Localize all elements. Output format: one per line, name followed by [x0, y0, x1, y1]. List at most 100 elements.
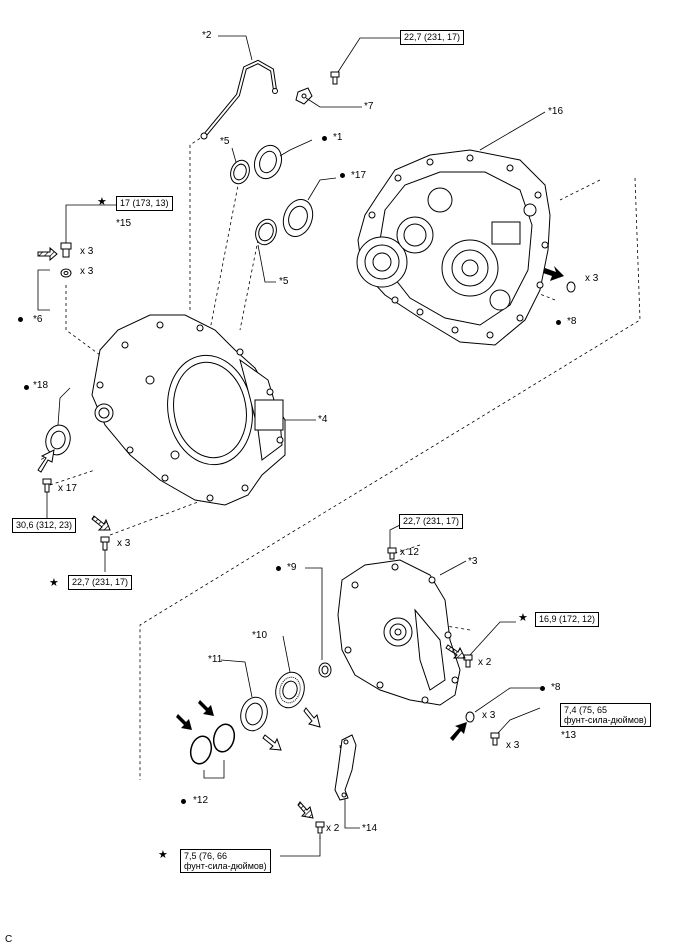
star-icon: ★ — [97, 196, 107, 208]
torque-spec-box: 22,7 (231, 17) — [68, 575, 133, 590]
oil-tube-part-2 — [200, 59, 278, 140]
gasket-part-6 — [60, 268, 72, 278]
snap-ring-part-5 — [230, 159, 250, 185]
quantity-label: x 3 — [117, 538, 131, 549]
part-label-8a: *8 — [567, 316, 577, 327]
quantity-label: x 3 — [585, 273, 599, 284]
hatched-arrow-icon — [445, 644, 466, 659]
star-icon: ★ — [158, 849, 168, 861]
torque-spec-value: 7,4 (75, 65 — [564, 705, 608, 715]
part-label-13: *13 — [561, 730, 577, 741]
part-label-11: *11 — [208, 654, 223, 665]
leader-lines — [37, 35, 546, 857]
figure-code: C — [5, 934, 13, 945]
solid-arrow-icon — [543, 266, 564, 281]
oil-seal-part-18 — [45, 424, 71, 456]
outline-arrow-icon — [303, 707, 321, 728]
seal-rings-part-12 — [189, 723, 236, 765]
part-label-2: *2 — [202, 30, 212, 41]
oil-seal-part-17 — [282, 199, 314, 237]
torque-spec-box: 22,7 (231, 17) — [399, 514, 464, 529]
part-label-5b: *5 — [279, 276, 289, 287]
transaxle-case-part-4 — [91, 314, 286, 506]
part-label-15: *15 — [116, 218, 132, 229]
star-icon: ★ — [49, 577, 59, 589]
bearing-part-10 — [275, 671, 305, 709]
torque-spec-value: 22,7 (231, 17) — [403, 516, 460, 526]
outline-arrow-icon — [37, 449, 55, 473]
part-label-8b: *8 — [551, 682, 561, 693]
bolt-icon — [100, 536, 110, 551]
bullet-dot — [340, 173, 345, 178]
part-label-10: *10 — [252, 630, 268, 641]
torque-spec-value: 30,6 (312, 23) — [16, 520, 73, 530]
part-label-6: *6 — [33, 314, 43, 325]
bolt-icon — [463, 654, 473, 668]
solid-arrow-icon — [176, 700, 214, 730]
part-label-14: *14 — [362, 823, 378, 834]
torque-spec-value: 22,7 (231, 17) — [404, 32, 461, 42]
bullet-dot — [24, 385, 29, 390]
o-ring-part-8b — [465, 711, 475, 723]
oil-seal-part-11 — [240, 696, 268, 732]
o-ring-part-8 — [566, 281, 576, 293]
torque-spec-value: 7,5 (76, 66 — [184, 851, 228, 861]
star-icon: ★ — [518, 612, 528, 624]
part-label-5a: *5 — [220, 136, 230, 147]
quantity-label: x 17 — [58, 483, 77, 494]
quantity-label: x 3 — [80, 266, 94, 277]
bullet-dot — [322, 136, 327, 141]
solid-arrow-icon — [450, 722, 467, 741]
bracket-part-7 — [295, 87, 313, 105]
bullet-dot — [18, 317, 23, 322]
torque-spec-box: 7,4 (75, 65 фунт-сила-дюймов) — [560, 703, 651, 727]
torque-spec-value: 16,9 (172, 12) — [539, 614, 596, 624]
bullet-dot — [556, 320, 561, 325]
hatched-arrow-icon — [297, 801, 314, 819]
torque-spec-value: 22,7 (231, 17) — [72, 577, 129, 587]
part-label-4: *4 — [318, 414, 328, 425]
torque-spec-unit: фунт-сила-дюймов) — [564, 715, 647, 725]
bullet-dot — [276, 566, 281, 571]
part-label-18: *18 — [33, 380, 49, 391]
torque-spec-unit: фунт-сила-дюймов) — [184, 861, 267, 871]
hatched-arrow-icon — [91, 515, 111, 531]
bolt-icon — [490, 732, 500, 746]
part-label-7: *7 — [364, 101, 374, 112]
quantity-label: x 3 — [506, 740, 520, 751]
plug-part-9 — [318, 662, 332, 678]
torque-spec-box: 7,5 (76, 66 фунт-сила-дюймов) — [180, 849, 271, 873]
oil-seal-part-1 — [253, 144, 283, 180]
assembly-guide-lines — [39, 134, 641, 840]
torque-spec-box: 16,9 (172, 12) — [535, 612, 600, 627]
quantity-label: x 2 — [326, 823, 340, 834]
bolt-icon — [315, 821, 325, 834]
bracket-part-14 — [334, 734, 357, 801]
bolt-icon — [42, 478, 52, 493]
outline-arrow-icon — [262, 734, 282, 751]
torque-spec-box: 30,6 (312, 23) — [12, 518, 77, 533]
bolt-icon — [60, 242, 72, 258]
hatched-arrow-icon — [37, 246, 58, 262]
part-label-12: *12 — [193, 795, 209, 806]
quantity-label: x 3 — [80, 246, 94, 257]
torque-spec-value: 17 (173, 13) — [120, 198, 169, 208]
quantity-label: x 2 — [478, 657, 492, 668]
quantity-label: x 12 — [400, 547, 419, 558]
bolt-icon — [387, 547, 397, 560]
part-label-17: *17 — [351, 170, 367, 181]
callout-lines — [203, 760, 225, 779]
torque-spec-box: 22,7 (231, 17) — [400, 30, 465, 45]
part-label-3: *3 — [468, 556, 478, 567]
transaxle-assembly-part-16 — [356, 149, 551, 346]
bullet-dot — [540, 686, 545, 691]
quantity-label: x 3 — [482, 710, 496, 721]
snap-ring-part-5b — [255, 218, 277, 246]
cover-part-3 — [337, 559, 461, 706]
part-label-1: *1 — [333, 132, 343, 143]
bullet-dot — [181, 799, 186, 804]
part-label-16: *16 — [548, 106, 564, 117]
part-label-9: *9 — [287, 562, 297, 573]
bolt-icon — [330, 71, 340, 85]
